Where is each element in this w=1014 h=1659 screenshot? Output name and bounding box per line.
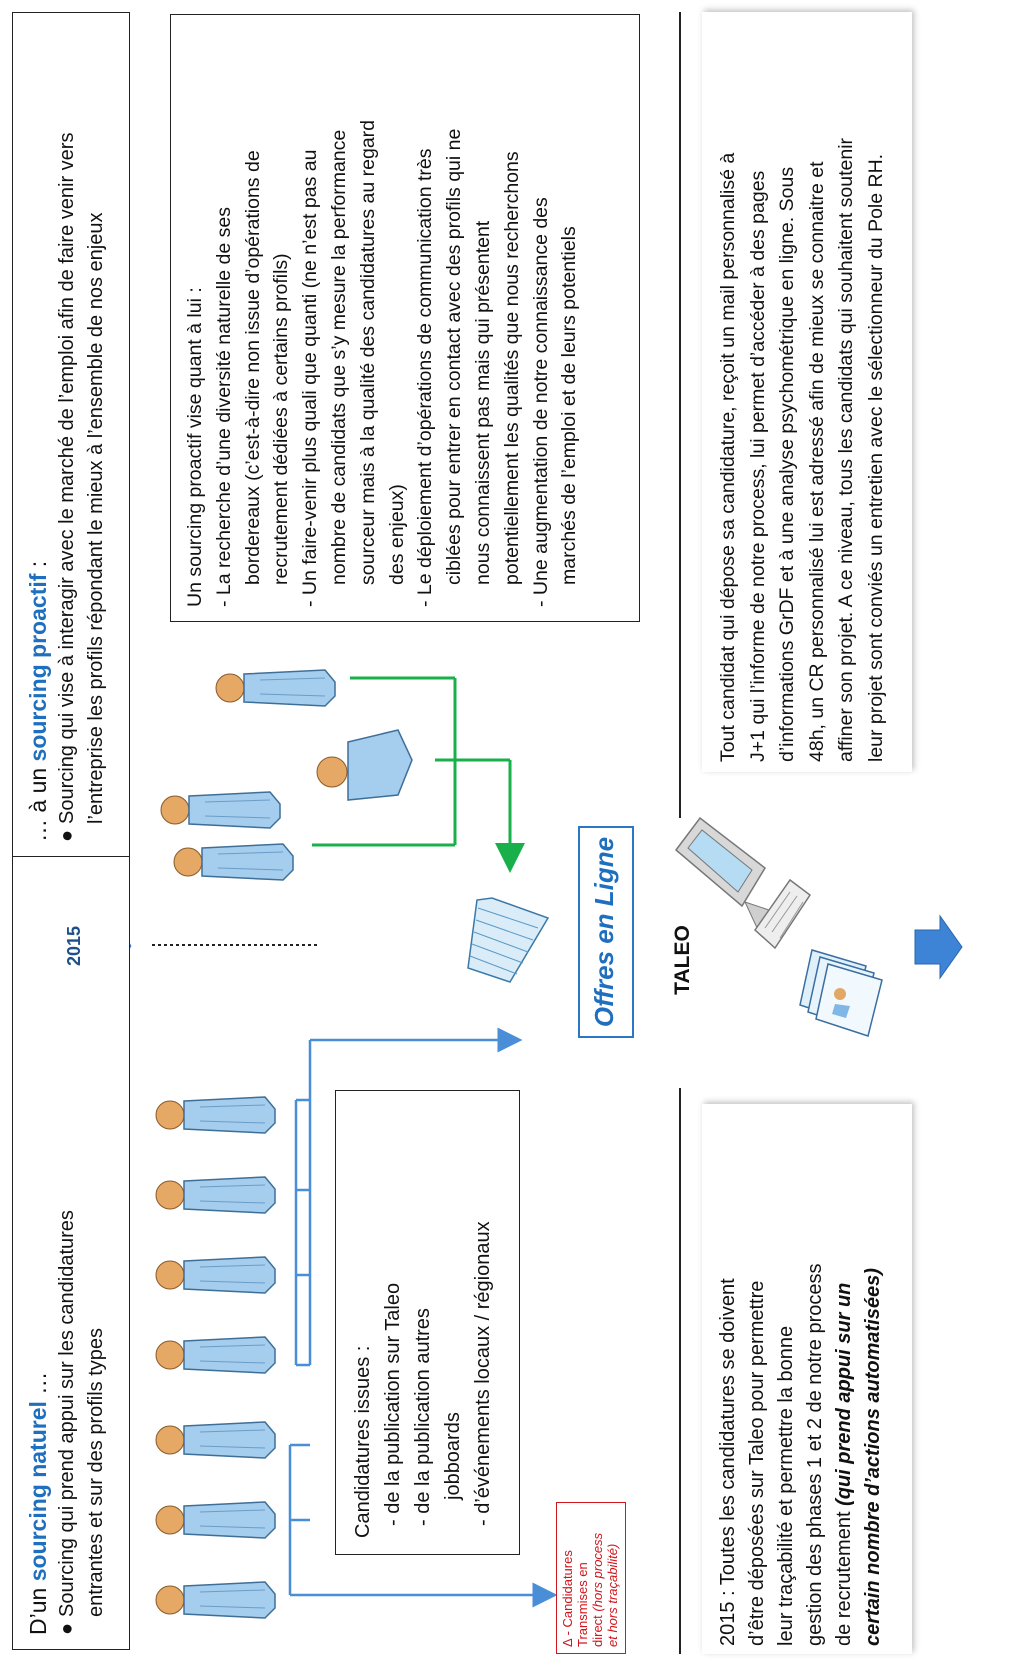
direct-connector [288,1443,558,1608]
file-stack-icon [799,949,883,1037]
candidatures-box: Candidatures issues : - de la publicatio… [335,1090,520,1555]
natural-sourcing-box: D’un sourcing naturel … ● Sourcing qui p… [12,730,130,1650]
taleo-label: TALEO [671,925,694,995]
process-note: Tout candidat qui dépose sa candidature,… [702,12,912,772]
person-figure [155,1501,276,1539]
computer-icon [674,816,812,950]
person-figure [155,1581,276,1619]
offres-connector [294,1027,523,1367]
proactive-sourcing-description: ● Sourcing qui vise à interagir avec le … [56,132,107,842]
down-arrow [914,914,963,980]
document-icon [467,897,550,983]
person-figure [215,669,336,707]
taleo-note: 2015 : Toutes les candidatures se doiven… [702,1104,912,1654]
green-connector [312,676,525,873]
person-bust [316,729,413,801]
person-figure [155,1421,276,1459]
person-figure [155,1176,276,1214]
person-figure [160,791,281,829]
proactive-sourcing-box: … à un sourcing proactif : ● Sourcing qu… [12,12,130,857]
natural-sourcing-title: D’un sourcing naturel … [25,1371,51,1635]
direct-candidatures-note: Δ - Candidatures Transmises en direct (h… [556,1502,626,1654]
offres-en-ligne-label: Offres en Ligne [578,826,634,1038]
person-figure [173,843,294,881]
person-figure [155,1336,276,1374]
proactive-sourcing-title: … à un sourcing proactif : [25,560,51,842]
person-figure [155,1256,276,1294]
natural-sourcing-description: ● Sourcing qui prend appui sur les candi… [56,1210,107,1635]
person-figure [155,1096,276,1134]
year-arrow-label: 2015 [64,925,84,967]
proactive-detail-box: Un sourcing proactif vise quant à lui : … [170,14,640,622]
